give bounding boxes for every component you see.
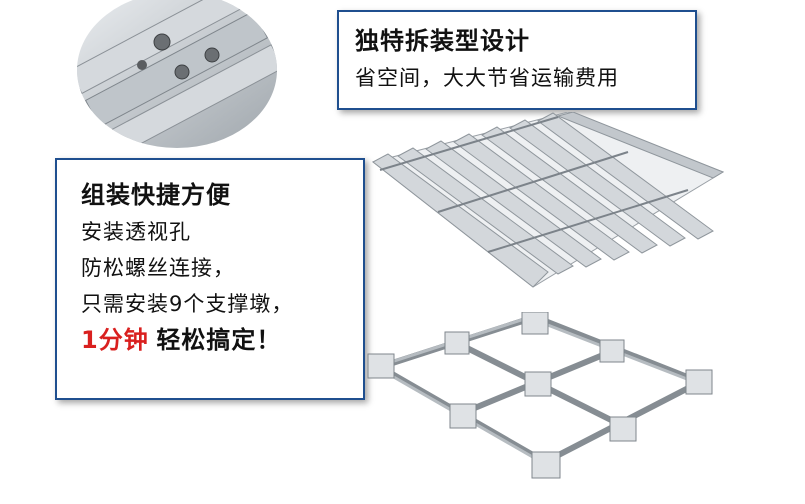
assembly-line-4: 1分钟 轻松搞定！ <box>81 322 363 359</box>
bolt-closeup-image <box>72 0 282 150</box>
feature-card-design: 独特拆装型设计 省空间，大大节省运输费用 <box>337 10 697 110</box>
assembly-line-3: 只需安装9个支撑墩， <box>81 292 294 316</box>
assembled-pallet-image <box>368 111 728 297</box>
pallet-frame-image <box>360 311 720 500</box>
design-subtitle: 省空间，大大节省运输费用 <box>355 66 619 90</box>
feature-card-assembly: 组装快捷方便 安装透视孔 防松螺丝连接， 只需安装9个支撑墩， 1分钟 轻松搞定… <box>55 158 365 400</box>
assembly-line-1: 安装透视孔 <box>81 220 191 244</box>
emphasis-text: 轻松搞定！ <box>156 326 282 354</box>
highlight-text: 1分钟 <box>81 326 149 354</box>
assembly-line-2: 防松螺丝连接， <box>81 256 235 280</box>
assembly-title: 组装快捷方便 <box>81 181 231 209</box>
design-title: 独特拆装型设计 <box>355 27 530 55</box>
